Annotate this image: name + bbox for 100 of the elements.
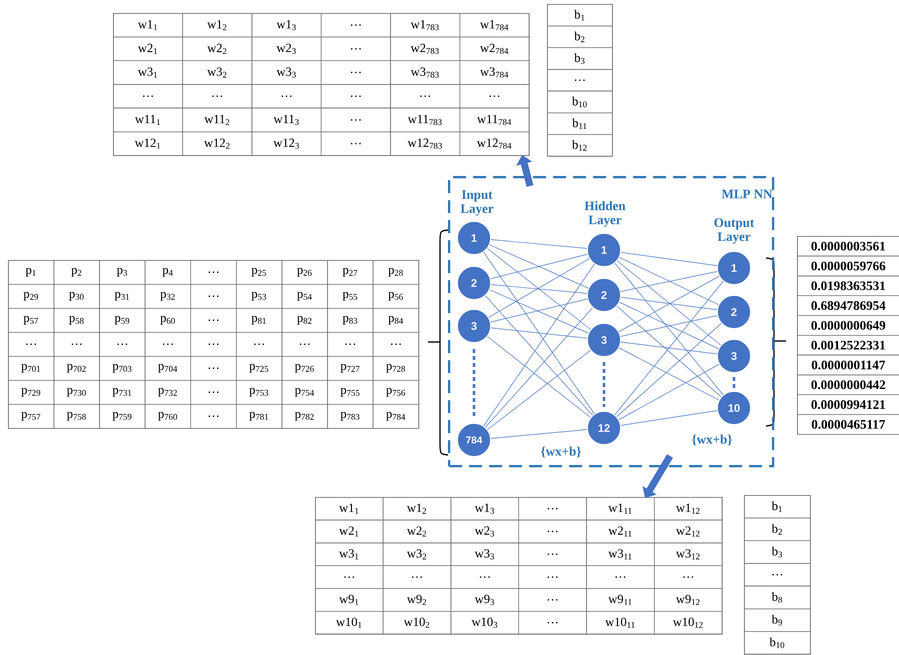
table-cell: p$_{725}$ xyxy=(236,356,282,381)
table-cell: b$_{8}$ xyxy=(744,586,811,610)
table-cell: … xyxy=(315,565,384,589)
table-cell: 0.0000000649 xyxy=(797,315,899,336)
table-cell: p$_{759}$ xyxy=(99,404,146,429)
table-cell: p$_{26}$ xyxy=(282,260,328,285)
connection-line xyxy=(484,307,594,428)
connection-line xyxy=(488,258,590,318)
table-cell: w2$_{1}$ xyxy=(113,36,183,61)
table-cell: p$_{28}$ xyxy=(372,260,419,285)
table-cell: w10$_{1}$ xyxy=(315,611,384,634)
table-cell: w10$_{2}$ xyxy=(382,611,452,634)
table-cell: w11$_{3}$ xyxy=(252,108,322,132)
table-cell: p$_{84}$ xyxy=(372,308,419,333)
table-cell: p$_{53}$ xyxy=(236,284,282,309)
table-cell: w9$_{12}$ xyxy=(654,588,722,612)
connection-line xyxy=(490,254,588,280)
data-table xyxy=(8,260,420,429)
table-cell: p$_{783}$ xyxy=(327,404,374,429)
table-cell: w1$_{1}$ xyxy=(113,13,183,38)
table-cell: b$_{2}$ xyxy=(744,518,811,541)
table-cell: p$_{60}$ xyxy=(144,308,191,333)
table-cell: b$_{3}$ xyxy=(547,47,613,70)
table-cell: p$_{727}$ xyxy=(327,356,374,381)
table-cell: … xyxy=(320,13,391,38)
connection-line xyxy=(490,239,588,249)
table-cell: … xyxy=(190,356,237,381)
table-cell: b$_{2}$ xyxy=(547,26,613,48)
table-cell: … xyxy=(518,542,587,566)
table-cell: … xyxy=(144,332,191,357)
table-cell: p$_{54}$ xyxy=(282,284,328,309)
table-cell: w2$_{1}$ xyxy=(315,520,384,544)
table-cell: w2$_{783}$ xyxy=(390,36,460,61)
table-cell: w10$_{3}$ xyxy=(450,611,519,634)
table-cell: b$_{9}$ xyxy=(744,608,811,632)
table-cell: … xyxy=(190,404,237,429)
connection-line xyxy=(487,336,591,418)
table-cell: w12$_{1}$ xyxy=(113,132,183,156)
connection-line xyxy=(620,342,718,354)
table-cell: w11$_{1}$ xyxy=(113,108,183,132)
connection-line xyxy=(616,260,722,346)
table-cell: w9$_{11}$ xyxy=(586,588,655,612)
table-cell: p$_{702}$ xyxy=(54,356,100,381)
layer-heading: Output Layer xyxy=(714,218,754,244)
table-cell: … xyxy=(182,84,252,108)
connection-line xyxy=(614,280,724,416)
table-cell: p$_{757}$ xyxy=(8,404,54,429)
connection-line xyxy=(616,306,722,398)
connection-line xyxy=(490,328,588,338)
layer-heading: Hidden Layer xyxy=(584,201,626,227)
table-cell: w2$_{2}$ xyxy=(382,520,452,544)
table-cell: … xyxy=(518,565,587,589)
table-cell: … xyxy=(327,332,374,357)
table-cell: p$_{701}$ xyxy=(8,356,54,381)
table-cell: w10$_{12}$ xyxy=(654,611,722,634)
table-cell: w3$_{1}$ xyxy=(113,60,183,85)
table-cell: … xyxy=(190,308,237,333)
table-cell: … xyxy=(460,84,530,108)
table-cell: p$_{726}$ xyxy=(282,356,328,381)
table-cell: … xyxy=(190,260,237,285)
table-cell: 0.0000000442 xyxy=(797,374,899,395)
table-cell: w11$_{2}$ xyxy=(182,108,252,132)
table-cell: p$_{755}$ xyxy=(327,380,374,405)
connection-line xyxy=(484,295,594,416)
table-cell: w3$_{11}$ xyxy=(586,542,655,566)
table-cell: w3$_{3}$ xyxy=(252,60,322,85)
table-cell: … xyxy=(390,84,460,108)
table-cell: w1$_{2}$ xyxy=(382,497,452,520)
table-cell: w11$_{784}$ xyxy=(460,108,530,132)
table-cell: 0.0198363531 xyxy=(797,276,899,296)
table-cell: … xyxy=(518,520,587,544)
table-cell: w3$_{783}$ xyxy=(390,60,460,85)
table-cell: w1$_{2}$ xyxy=(182,13,252,38)
table-cell: w2$_{3}$ xyxy=(252,36,322,61)
table-cell: w11$_{783}$ xyxy=(390,108,460,132)
table-cell: b$_{3}$ xyxy=(744,540,811,564)
table-cell: w12$_{783}$ xyxy=(390,132,460,156)
table-cell: w9$_{3}$ xyxy=(450,588,519,612)
connection-line xyxy=(620,252,718,266)
table-cell: p$_{732}$ xyxy=(144,380,191,405)
table-cell: 0.0000001147 xyxy=(797,354,899,376)
table-cell: w3$_{12}$ xyxy=(654,542,722,566)
table-cell: p$_{1}$ xyxy=(8,260,54,285)
table-cell: b$_{12}$ xyxy=(547,134,613,156)
table-cell: p$_{784}$ xyxy=(372,404,419,429)
table-cell: w1$_{3}$ xyxy=(252,13,322,38)
table-cell: b$_{1}$ xyxy=(547,4,613,26)
table-cell: w1$_{784}$ xyxy=(460,13,530,38)
table-cell: … xyxy=(320,132,391,156)
table-cell: p$_{703}$ xyxy=(99,356,146,381)
table-cell: w1$_{783}$ xyxy=(390,13,460,38)
table-cell: 0.0000465117 xyxy=(797,414,899,435)
connection-line xyxy=(620,315,718,337)
table-cell: p$_{782}$ xyxy=(282,404,328,429)
table-cell: … xyxy=(190,332,237,357)
table-cell: p$_{730}$ xyxy=(54,380,100,405)
table-cell: w3$_{1}$ xyxy=(315,542,384,566)
table-cell: w12$_{3}$ xyxy=(252,132,322,156)
table-cell: … xyxy=(320,36,391,61)
connection-line xyxy=(620,271,718,292)
